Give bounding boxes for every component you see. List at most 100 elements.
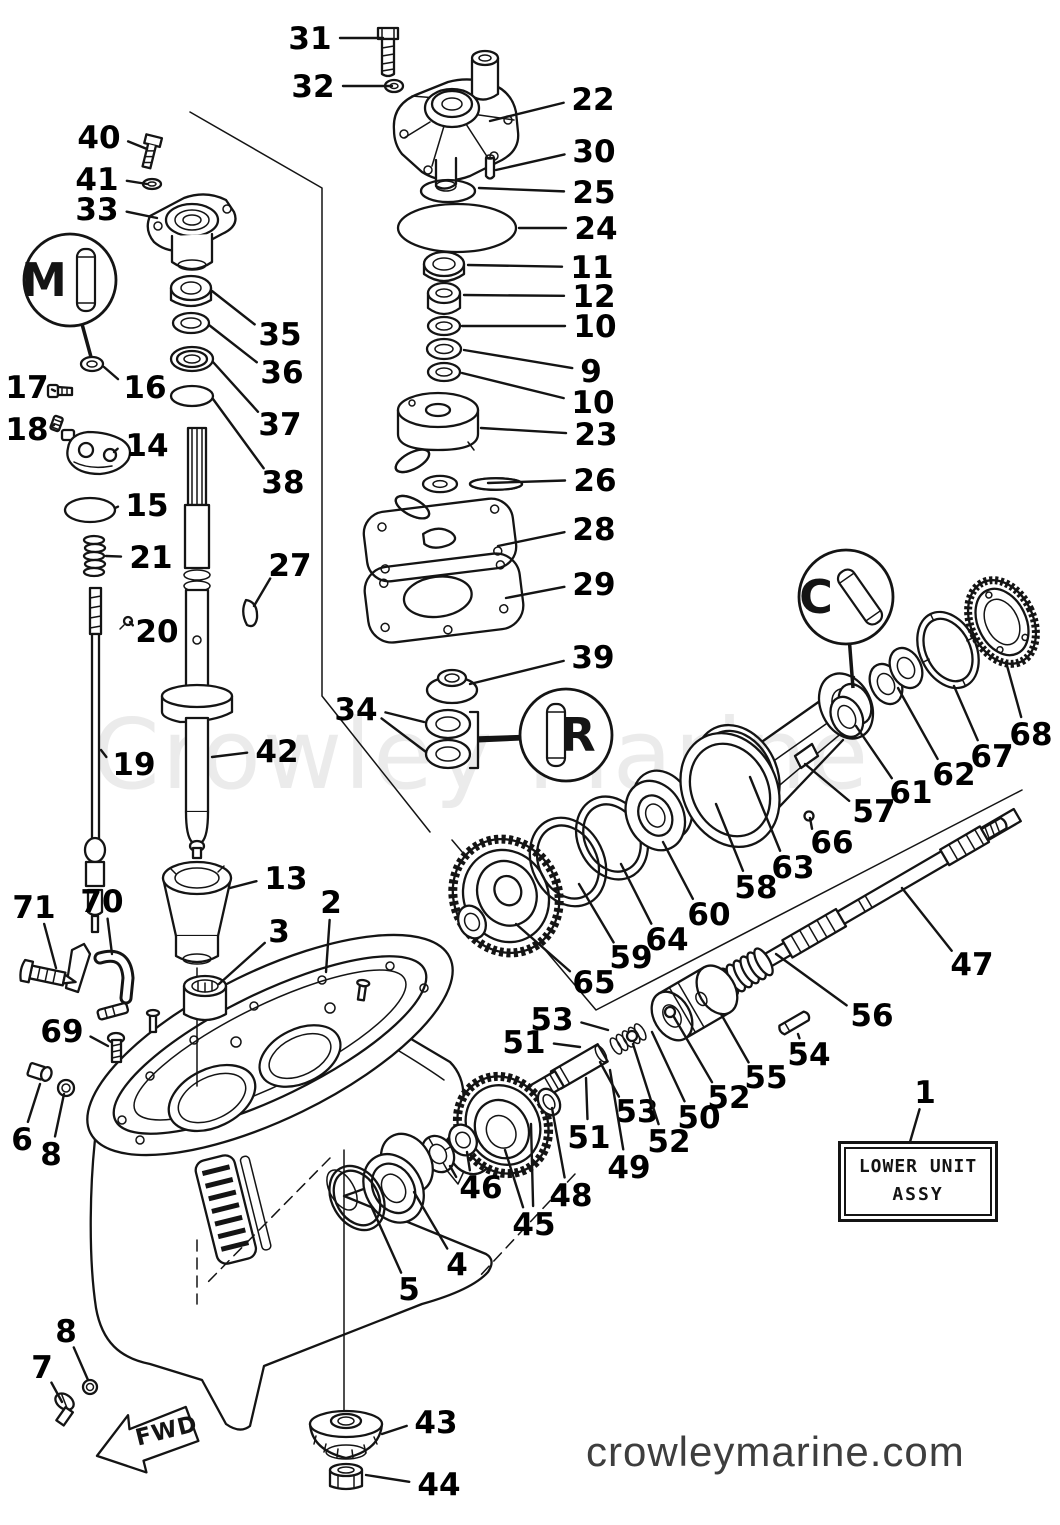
o-ring (328, 1164, 386, 1232)
callout-leader-39 (468, 659, 565, 686)
callout-leader-5 (370, 1206, 403, 1274)
callout-label-23: 23 (574, 417, 617, 453)
callout-leader-15 (113, 505, 120, 510)
assembly-label-box: LOWER UNIT ASSY (838, 1141, 998, 1222)
callout-leader-6 (26, 1082, 42, 1124)
drain-screw (106, 1031, 126, 1064)
grease-fitting-bolt (19, 958, 77, 987)
callout-leader-8 (53, 1092, 66, 1138)
callout-label-15: 15 (125, 488, 168, 524)
o-ring (916, 610, 980, 690)
callout-leader-38 (211, 397, 265, 470)
washer (426, 361, 462, 383)
callout-label-69: 69 (40, 1014, 83, 1050)
callout-label-39: 39 (571, 640, 614, 676)
impeller-cup (396, 391, 480, 452)
callout-label-65: 65 (572, 965, 615, 1001)
vent-hose (93, 949, 135, 1005)
callout-label-31: 31 (288, 21, 331, 57)
callout-label-70: 70 (80, 884, 123, 920)
inset-leader (80, 323, 93, 358)
callout-leader-59 (577, 882, 615, 944)
gasket (396, 202, 518, 254)
callout-leader-34 (380, 717, 428, 754)
callout-leader-71 (42, 922, 58, 970)
callout-leader-44 (364, 1473, 411, 1483)
callout-label-9: 9 (580, 354, 602, 390)
callout-label-38: 38 (261, 465, 304, 501)
callout-leader-66 (808, 816, 814, 830)
callout-label-64: 64 (645, 922, 688, 958)
callout-leader-45 (503, 1148, 525, 1209)
callout-label-22: 22 (571, 82, 614, 118)
pin (49, 414, 64, 433)
callout-label-47: 47 (950, 947, 993, 983)
callout-label-3: 3 (268, 914, 290, 950)
callout-leader-65 (514, 922, 572, 973)
callout-label-18: 18 (5, 412, 48, 448)
callout-leader-49 (608, 1068, 625, 1151)
callout-label-35: 35 (258, 317, 301, 353)
hose-fitting (96, 1002, 130, 1021)
o-ring (419, 178, 477, 204)
callout-leader-17 (50, 388, 57, 393)
callout-leader-58 (714, 802, 745, 872)
ball-bearing (624, 769, 694, 852)
callout-label-52: 52 (707, 1080, 750, 1116)
callout-leader-46 (448, 1164, 458, 1179)
callout-label-11: 11 (570, 250, 613, 286)
washer (56, 1078, 76, 1098)
callout-label-54: 54 (787, 1037, 830, 1073)
needle-bearing (829, 682, 873, 739)
callout-leader-12 (462, 293, 566, 298)
callout-label-28: 28 (572, 512, 615, 548)
pin-icon (545, 702, 567, 768)
callout-label-51: 51 (567, 1120, 610, 1156)
callout-leader-13 (228, 879, 258, 890)
callout-leader-8 (72, 1346, 90, 1382)
callout-label-27: 27 (268, 548, 311, 584)
callout-leader-4 (412, 1190, 449, 1250)
callout-leader-41 (125, 179, 149, 186)
callout-leader-61 (854, 724, 893, 780)
callout-label-4: 4 (446, 1247, 468, 1283)
callout-leader-30 (494, 153, 566, 172)
washer (171, 311, 211, 335)
fwd-arrow: FWD (95, 1405, 200, 1474)
callout-label-46: 46 (459, 1170, 502, 1206)
propshaft-seal-housing (362, 1132, 434, 1224)
callout-label-57: 57 (852, 794, 895, 830)
callout-leader-60 (661, 840, 695, 901)
shift-rod (83, 586, 107, 934)
deck-stud (356, 978, 371, 1002)
callout-leader-50 (650, 1030, 686, 1103)
callout-leader-27 (252, 577, 272, 608)
retaining-ring (964, 576, 1040, 668)
callout-label-24: 24 (574, 211, 617, 247)
seal (422, 250, 466, 283)
callout-leader-2 (324, 918, 331, 974)
bearing (424, 738, 472, 770)
deck-bolt-holes (117, 961, 429, 1145)
inset-letter-glyph: R (560, 708, 595, 762)
callout-leader-14 (112, 447, 119, 454)
callout-label-61: 61 (889, 775, 932, 811)
callout-label-56: 56 (850, 998, 893, 1034)
o-ring (169, 384, 215, 408)
thrust-washer (456, 904, 488, 940)
callout-leader-70 (106, 917, 114, 956)
pump-gasket (362, 497, 518, 583)
propeller-shaft (740, 807, 1022, 980)
oil-seal-housing-lower (425, 668, 479, 705)
dowel-pin (484, 154, 496, 180)
bolt (376, 26, 400, 78)
outer-plate-gasket (363, 552, 525, 644)
cross-pin (778, 1010, 811, 1036)
upper-oil-seal-housing (146, 193, 237, 271)
callout-label-19: 19 (112, 747, 155, 783)
driveshaft (160, 426, 234, 860)
callout-leader-28 (496, 530, 566, 548)
callout-leader-21 (104, 554, 123, 558)
